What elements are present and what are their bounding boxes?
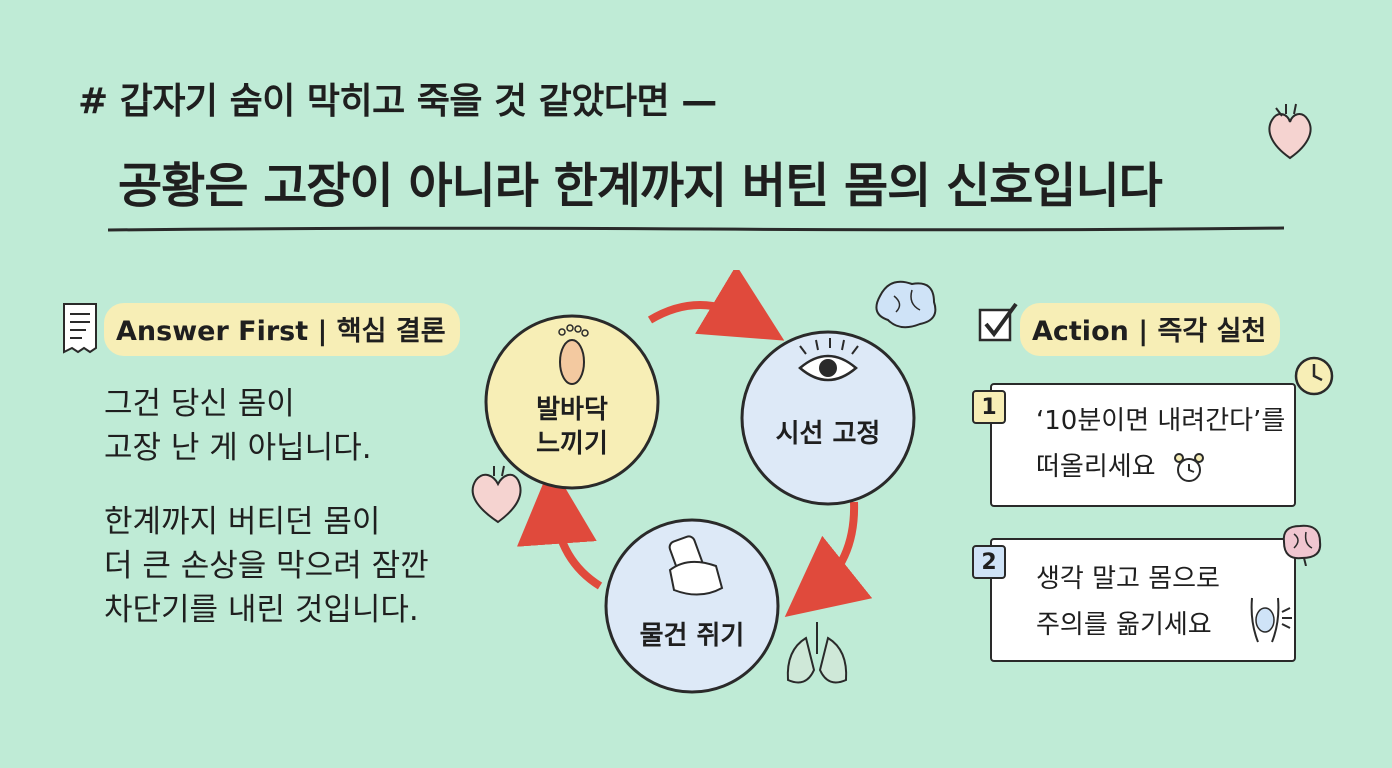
subtitle: # 갑자기 숨이 막히고 죽을 것 같았다면 — [78, 81, 717, 122]
step-line: 생각 말고 몸으로 [1036, 564, 1220, 594]
body-icon [1250, 597, 1292, 643]
answer-paragraph-1: 그건 당신 몸이 고장 난 게 아닙니다. [104, 382, 372, 470]
cycle-arrow [647, 270, 785, 341]
cycle-node-label: 시선 고정 [776, 419, 881, 449]
action-step-card [990, 538, 1296, 662]
step-text: 생각 말고 몸으로 주의를 옮기세요 [1036, 556, 1220, 648]
answer-line: 더 큰 손상을 막으려 잠깐 [104, 548, 429, 584]
step-line: 주의를 옮기세요 [1036, 610, 1212, 640]
answer-paragraph-2: 한계까지 버티던 몸이 더 큰 손상을 막으려 잠깐 차단기를 내린 것입니다. [104, 500, 429, 632]
lungs-icon [786, 622, 848, 684]
hand-grip-icon [668, 535, 724, 596]
cycle-node-hand: 물건 쥐기 [604, 518, 780, 694]
grounding-cycle-diagram: 발바닥 느끼기 시선 고정 물건 쥐기 [471, 270, 937, 694]
title-underline [108, 226, 1284, 232]
answer-line: 한계까지 버티던 몸이 [104, 504, 381, 540]
page-title: 공황은 고장이 아니라 한계까지 버틴 몸의 신호입니다 [118, 158, 1163, 214]
answer-line: 차단기를 내린 것입니다. [104, 592, 419, 628]
eye-icon [798, 338, 859, 382]
step-line-text: 떠올리세요 [1036, 452, 1156, 482]
heart-icon [1268, 103, 1312, 160]
cycle-node-label: 발바닥 [536, 395, 608, 425]
clock-icon [1294, 356, 1334, 396]
document-icon [63, 303, 97, 354]
step-line: ‘10분이면 내려간다’를 [1036, 406, 1286, 436]
step-line: 떠올리세요 [1036, 444, 1285, 490]
answer-line: 고장 난 게 아닙니다. [104, 430, 372, 466]
cycle-node-eye: 시선 고정 [740, 330, 916, 506]
cycle-node-label: 물건 쥐기 [640, 621, 745, 651]
step-number: 2 [972, 545, 1006, 579]
step-text: ‘10분이면 내려간다’를 떠올리세요 [1036, 398, 1285, 490]
cycle-node-label: 느끼기 [536, 429, 608, 459]
answer-line: 그건 당신 몸이 [104, 386, 295, 422]
checkbox-icon [978, 302, 1018, 342]
action-heading: Action | 즉각 실천 [1020, 303, 1281, 356]
answer-heading: Answer First | 핵심 결론 [104, 303, 460, 356]
brain-icon [1282, 524, 1322, 566]
action-step-card [990, 383, 1296, 507]
step-number: 1 [972, 390, 1006, 424]
brain-icon [875, 280, 937, 329]
cycle-arrow [784, 501, 873, 618]
cycle-arrow [516, 464, 603, 590]
cycle-node-foot: 발바닥 느끼기 [484, 314, 660, 490]
alarm-clock-icon [1173, 452, 1204, 482]
heart-icon [471, 465, 522, 524]
footprint-icon [558, 324, 589, 385]
